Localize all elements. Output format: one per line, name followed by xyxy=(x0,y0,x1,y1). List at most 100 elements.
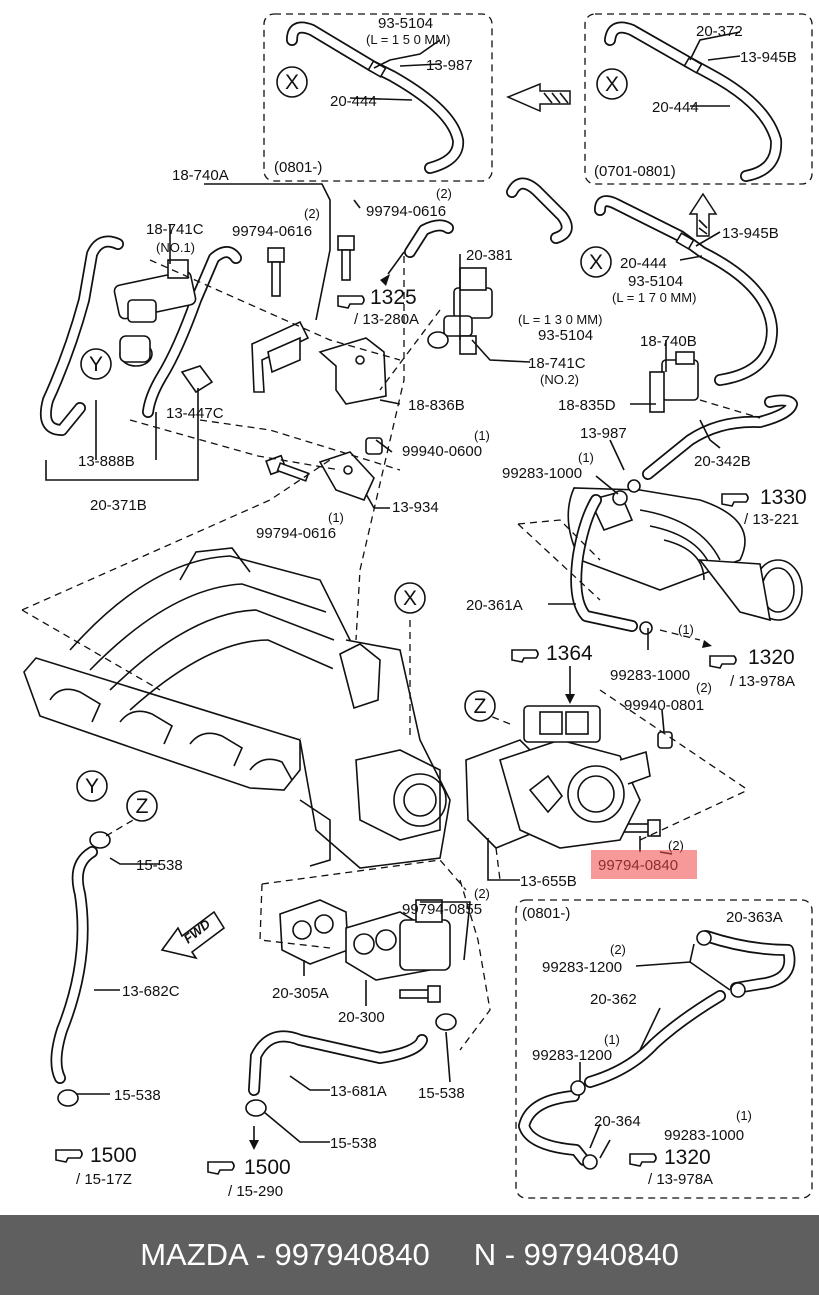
svg-text:Z: Z xyxy=(474,695,487,718)
label: / 15-17Z xyxy=(76,1171,132,1188)
label: 99794-0616 xyxy=(366,203,446,220)
label: 18-835D xyxy=(558,397,616,414)
clamp-99283-1200-b xyxy=(730,982,746,998)
footer-oem-number: N - 997940840 xyxy=(473,1237,679,1272)
parts-diagram: FWD X X X X Y Y Z Z 93-5104 (L = 1 5 0 M… xyxy=(21,13,813,1200)
clamp-99283-1000-c xyxy=(582,1154,598,1170)
label: 20-444 xyxy=(652,99,699,116)
label: 18-740A xyxy=(172,167,229,184)
hand-pointer-icon xyxy=(207,1161,235,1175)
label: 15-538 xyxy=(330,1135,377,1152)
marker-y-1: Y xyxy=(80,348,112,380)
label: 20-361A xyxy=(466,597,523,614)
label: 15-538 xyxy=(136,857,183,874)
solenoid-valve-no2 xyxy=(427,267,493,355)
label: (1) xyxy=(736,1108,752,1123)
hose-20-363a xyxy=(700,930,796,994)
label: 20-444 xyxy=(330,93,377,110)
label: (L = 1 5 0 MM) xyxy=(366,32,450,47)
highlight-99794-0840 xyxy=(591,850,697,879)
clip-13-447c xyxy=(180,365,214,394)
label: 15-538 xyxy=(418,1085,465,1102)
label: 99283-1000 xyxy=(610,667,690,684)
intake-manifold xyxy=(23,547,451,869)
label: 18-740B xyxy=(640,333,697,350)
label: (0801-) xyxy=(274,159,322,176)
label: 20-363A xyxy=(726,909,783,926)
footer-bar: MAZDA - 997940840 N - 997940840 xyxy=(0,1215,819,1295)
label: 1500 xyxy=(90,1144,137,1167)
label: / 13-978A xyxy=(730,673,795,690)
marker-x-3: X xyxy=(580,246,612,278)
hand-pointer-icon xyxy=(55,1149,83,1163)
label: (0801-) xyxy=(522,905,570,922)
marker-x-1: X xyxy=(276,66,308,98)
arrow-left-icon xyxy=(506,82,571,113)
bracket-18-836b xyxy=(318,337,387,405)
solenoid-valve-no1 xyxy=(113,259,197,367)
label: 13-945B xyxy=(722,225,779,242)
hose-13-681a xyxy=(248,1030,428,1096)
nut-99940-0600 xyxy=(365,437,383,455)
label: 20-364 xyxy=(594,1113,641,1130)
dashed-leaders xyxy=(21,256,761,1051)
label: (2) xyxy=(668,838,684,853)
throttle-body xyxy=(465,705,651,849)
label: / 13-978A xyxy=(648,1171,713,1188)
marker-y-2: Y xyxy=(76,770,108,802)
svg-text:X: X xyxy=(589,251,603,274)
label: 1500 xyxy=(244,1156,291,1179)
label: (2) xyxy=(696,680,712,695)
hand-pointer-icon xyxy=(337,295,365,309)
clamp-15-538-a xyxy=(89,831,111,849)
label: 99283-1000 xyxy=(664,1127,744,1144)
gasket-20-305a xyxy=(279,899,349,965)
svg-text:X: X xyxy=(285,71,299,94)
clamp-13-987-b xyxy=(627,479,641,493)
label: (0701-0801) xyxy=(594,163,676,180)
label: 13-682C xyxy=(122,983,180,1000)
label: 99283-1200 xyxy=(532,1047,612,1064)
hose-20-444-c xyxy=(594,195,778,386)
label: 1330 xyxy=(760,486,807,509)
hose-20-364 xyxy=(518,1090,590,1166)
label: (2) xyxy=(304,206,320,221)
label: 99794-0616 xyxy=(256,525,336,542)
svg-text:X: X xyxy=(403,587,417,610)
label: (2) xyxy=(610,942,626,957)
marker-z-1: Z xyxy=(464,690,496,722)
label: 20-300 xyxy=(338,1009,385,1026)
label: (1) xyxy=(328,510,344,525)
label: 1320 xyxy=(664,1146,711,1169)
label: (1) xyxy=(678,622,694,637)
hand-pointer-icon xyxy=(511,649,539,663)
solenoid-valve-18-740b xyxy=(649,351,699,413)
label: 99940-0801 xyxy=(624,697,704,714)
label: (NO.1) xyxy=(156,240,195,255)
label: 20-305A xyxy=(272,985,329,1002)
marker-z-2: Z xyxy=(126,790,158,822)
hose-20-342b xyxy=(642,394,798,480)
label: 18-836B xyxy=(408,397,465,414)
label: 20-381 xyxy=(466,247,513,264)
label: (1) xyxy=(604,1032,620,1047)
hose-20-371b xyxy=(39,235,242,436)
label: (1) xyxy=(474,428,490,443)
label: / 13-280A xyxy=(354,311,419,328)
hand-pointer-icon xyxy=(709,655,737,669)
label: (L = 1 3 0 MM) xyxy=(518,312,602,327)
label: 99794-0616 xyxy=(232,223,312,240)
label: 20-372 xyxy=(696,23,743,40)
label: (2) xyxy=(474,886,490,901)
label: 1320 xyxy=(748,646,795,669)
arrow-up-icon xyxy=(688,192,718,237)
part-labels: 93-5104 (L = 1 5 0 MM) 13-987 20-444 (08… xyxy=(76,15,807,1200)
label: 13-934 xyxy=(392,499,439,516)
hose-13-682c xyxy=(50,846,98,1084)
label: 13-655B xyxy=(520,873,577,890)
clamp-99283-1000-b xyxy=(639,621,653,635)
svg-text:Z: Z xyxy=(136,795,149,818)
label: 99940-0600 xyxy=(402,443,482,460)
label: 13-888B xyxy=(78,453,135,470)
nut-99940-0801 xyxy=(657,731,673,749)
